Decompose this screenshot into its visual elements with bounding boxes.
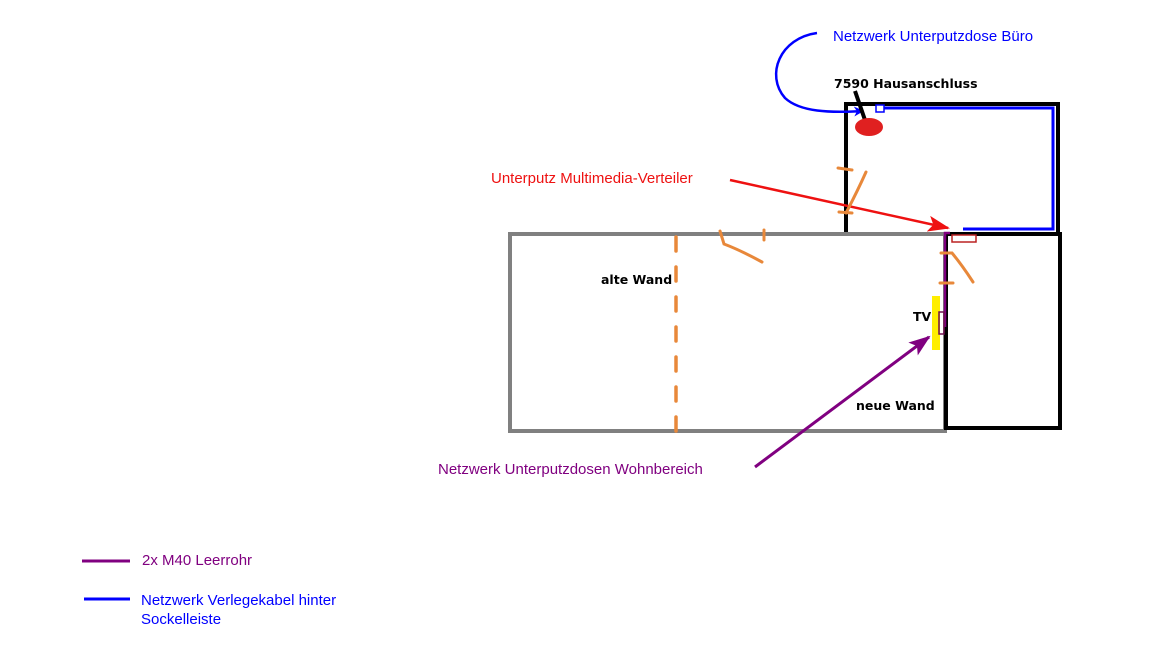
legend-cable-label-line2: Sockelleiste: [141, 611, 221, 628]
tv-marker: [932, 296, 940, 350]
legend-conduit-label: 2x M40 Leerrohr: [142, 552, 252, 569]
conduit-line: [943, 231, 950, 327]
verteiler-arrow: [729, 178, 950, 232]
office-socket: [875, 104, 885, 113]
living-socket-label: Netzwerk Unterputzdosen Wohnbereich: [438, 461, 703, 478]
network-cable-line: [884, 106, 1055, 231]
new-wall-label: neue Wand: [856, 398, 935, 413]
office-socket-label: Netzwerk Unterputzdose Büro: [833, 28, 1033, 45]
hausanschluss-marker: [855, 118, 883, 136]
legend-cable-label-line1: Netzwerk Verlegekabel hinter: [141, 592, 336, 609]
living-socket-arrow: [754, 335, 931, 469]
hausanschluss-pointer: [853, 90, 868, 124]
new-room-outline: [944, 232, 1062, 430]
tv-label: TV: [913, 309, 932, 324]
old-wall-label: alte Wand: [601, 272, 672, 287]
living-socket: [938, 311, 945, 335]
legend: 2x M40 Leerrohr Netzwerk Verlegekabel hi…: [82, 552, 336, 628]
hausanschluss-label: 7590 Hausanschluss: [834, 76, 978, 91]
verteiler-box: [951, 234, 977, 243]
office-socket-arrow: [774, 31, 864, 117]
verteiler-label: Unterputz Multimedia-Verteiler: [491, 170, 693, 187]
wall-openings-sketch: [718, 166, 975, 285]
